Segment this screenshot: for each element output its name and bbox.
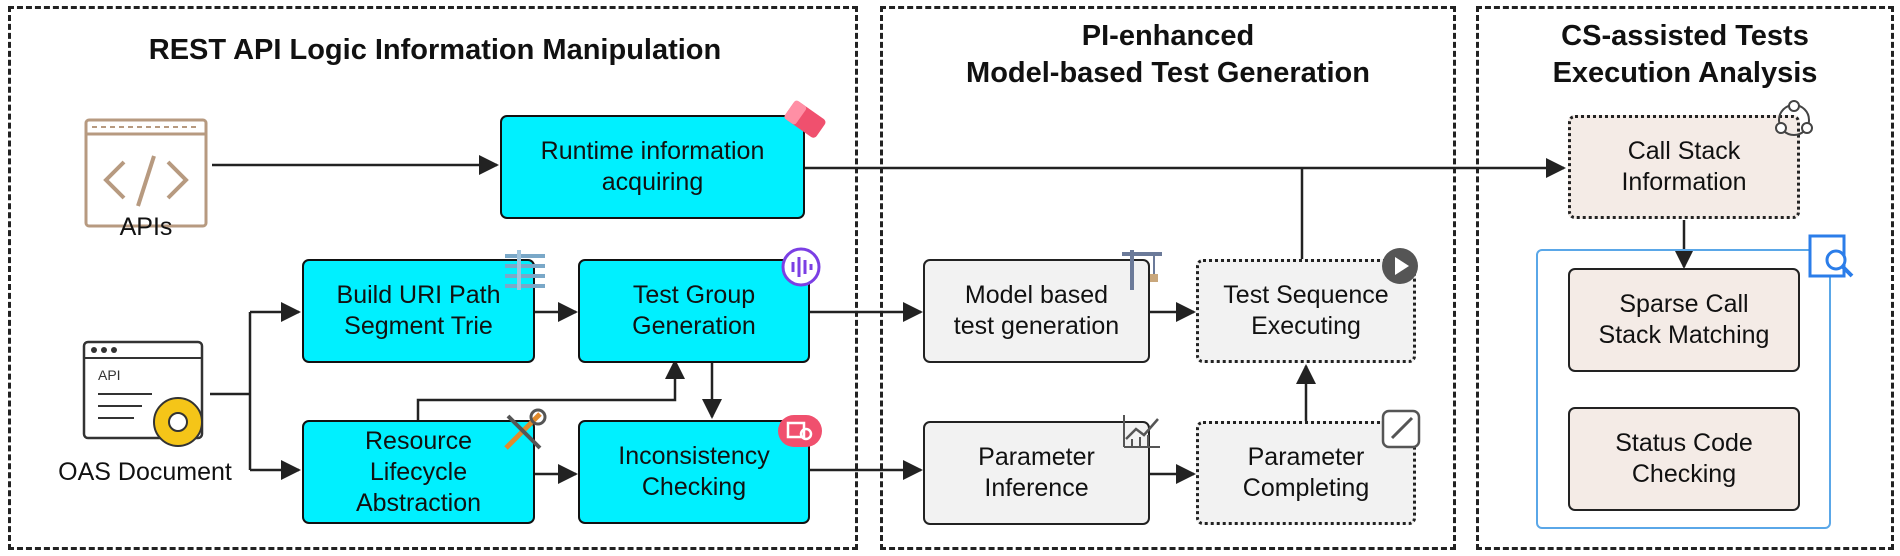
list-settings-icon <box>505 250 545 290</box>
code-window-icon <box>84 118 208 228</box>
apis-label: APIs <box>119 213 173 241</box>
analysis-group-frame <box>1536 249 1831 529</box>
sparse-matching-box: Sparse Call Stack Matching <box>1568 268 1800 372</box>
line-chart-icon <box>1123 415 1160 448</box>
runtime-info-box: Runtime information acquiring <box>500 115 805 219</box>
call-stack-box: Call Stack Information <box>1568 115 1800 219</box>
resource-lifecycle-box: Resource Lifecycle Abstraction <box>302 420 535 524</box>
test-group-box: Test Group Generation <box>578 259 810 363</box>
api-icon-text: API <box>98 367 121 383</box>
play-button-icon <box>1382 248 1418 284</box>
panel-title-analysis: CS-assisted Tests Execution Analysis <box>1552 20 1818 89</box>
edit-icon <box>1381 409 1421 449</box>
oas-document-label: OAS Document <box>58 458 232 486</box>
image-search-icon <box>778 415 822 447</box>
crane-icon <box>1122 250 1162 290</box>
inconsistency-box: Inconsistency Checking <box>578 420 810 524</box>
share-nodes-icon <box>1775 100 1813 136</box>
test-sequence-box: Test Sequence Executing <box>1196 259 1416 363</box>
panel-test-generation <box>880 6 1456 550</box>
eraser-icon <box>784 100 826 138</box>
panel-execution-analysis <box>1476 6 1894 550</box>
status-code-box: Status Code Checking <box>1568 407 1800 511</box>
param-inference-box: Parameter Inference <box>923 421 1150 525</box>
audio-wave-icon <box>781 247 821 287</box>
model-based-box: Model based test generation <box>923 259 1150 363</box>
document-search-icon <box>1808 234 1854 278</box>
panel-logic-manipulation <box>8 6 858 550</box>
document-gear-icon: API <box>82 340 204 447</box>
wrench-screwdriver-icon <box>504 408 547 450</box>
uri-trie-box: Build URI Path Segment Trie <box>302 259 535 363</box>
panel-title-generation: PI-enhanced Model-based Test Generation <box>966 20 1370 89</box>
param-completing-box: Parameter Completing <box>1196 421 1416 525</box>
panel-title-logic: REST API Logic Information Manipulation <box>148 34 722 66</box>
